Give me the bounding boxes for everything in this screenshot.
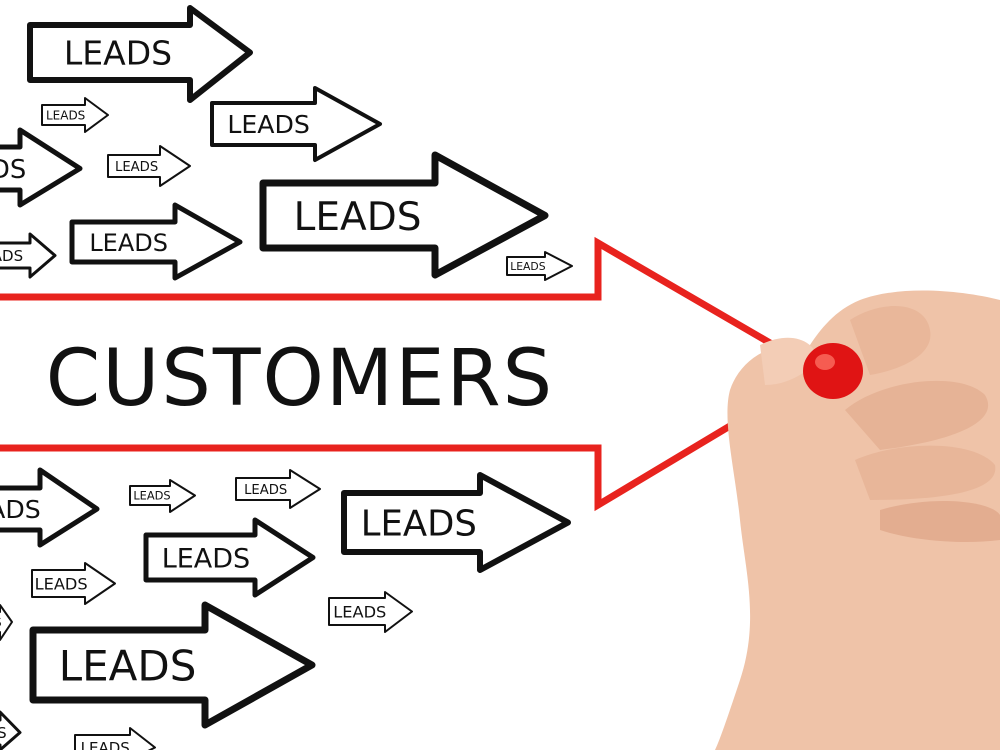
arrow-outline [0, 232, 57, 279]
arrow-outline [129, 479, 196, 513]
arrow-outline [31, 562, 116, 605]
leads-label: LEADS [59, 641, 197, 690]
leads-label: LEADS [361, 503, 477, 544]
leads-arrow: LEADS [0, 710, 22, 750]
leads-label: LEADS [35, 574, 88, 593]
leads-arrow: LEADS [143, 517, 316, 598]
customers-arrow: CUSTOMERS [0, 236, 827, 512]
arrow-outline [107, 145, 191, 187]
arrow-outline [506, 251, 573, 281]
leads-label: LEADS [294, 195, 422, 240]
arrow-outline [27, 5, 253, 103]
leads-arrow: LEADS [0, 604, 13, 641]
leads-label: LEADS [0, 615, 2, 629]
index-finger [850, 306, 931, 375]
leads-arrow: LEADS [29, 601, 316, 729]
arrow-outline [0, 127, 83, 208]
leads-arrow: LEADS [259, 151, 549, 279]
leads-label: LEADS [333, 602, 386, 621]
leads-arrow: LEADS [107, 145, 191, 187]
leads-arrow: LEADS [129, 479, 196, 513]
leads-label: LEADS [115, 160, 158, 175]
leads-label: LEADS [133, 489, 170, 503]
leads-label: LEADS [510, 260, 546, 273]
red-marker-tip [803, 343, 863, 399]
arrow-outline [74, 727, 156, 750]
leads-label: LEADS [0, 495, 41, 524]
leads-label: LEADS [0, 724, 7, 742]
little-finger [880, 500, 1000, 542]
leads-label: LEADS [89, 229, 168, 257]
arrow-outline [143, 517, 316, 598]
thumb [760, 337, 818, 385]
arrow-outline [29, 601, 316, 729]
arrow-outline [210, 86, 382, 162]
leads-arrow: LEADS [328, 591, 413, 633]
arrow-outline [0, 467, 100, 548]
hand [715, 290, 1000, 750]
middle-finger [845, 380, 989, 450]
leads-arrow: LEADS [506, 251, 573, 281]
leads-arrow: LEADS [74, 727, 156, 750]
leads-arrow: LEADS [210, 86, 382, 162]
leads-arrow: LEADS [27, 5, 253, 103]
leads-arrow: LEADS [0, 467, 100, 548]
leads-arrow: LEADS [31, 562, 116, 605]
arrow-outline [0, 710, 22, 750]
leads-arrow: LEADS [0, 232, 57, 279]
leads-label: LEADS [227, 110, 310, 139]
arrow-outline [0, 604, 13, 641]
leads-label: LEADS [81, 739, 130, 750]
customers-label: CUSTOMERS [46, 334, 554, 424]
leads-label: LEADS [0, 247, 23, 265]
leads-arrow: LEADS [69, 202, 243, 281]
leads-label: LEADS [64, 34, 172, 73]
arrow-outline [259, 151, 549, 279]
leads-arrow: LEADS [0, 127, 83, 208]
leads-arrows-group: LEADS LEADS LEADS LEADS LEADS LEADS LEADS LEADS… [0, 5, 573, 750]
leads-label: LEADS [0, 155, 26, 185]
leads-label: LEADS [244, 483, 287, 498]
leads-label: LEADS [46, 108, 85, 122]
leads-arrow: LEADS [235, 469, 321, 509]
ring-finger [855, 445, 996, 500]
arrow-outline [69, 202, 243, 281]
leads-arrow: LEADS [41, 97, 109, 133]
leads-arrow: LEADS [341, 472, 571, 573]
leads-label: LEADS [162, 543, 251, 574]
red-arrow-outline [0, 236, 827, 512]
arrow-outline [341, 472, 571, 573]
arrow-outline [41, 97, 109, 133]
arrow-outline [328, 591, 413, 633]
marker-highlight [815, 354, 835, 370]
arrow-outline [235, 469, 321, 509]
